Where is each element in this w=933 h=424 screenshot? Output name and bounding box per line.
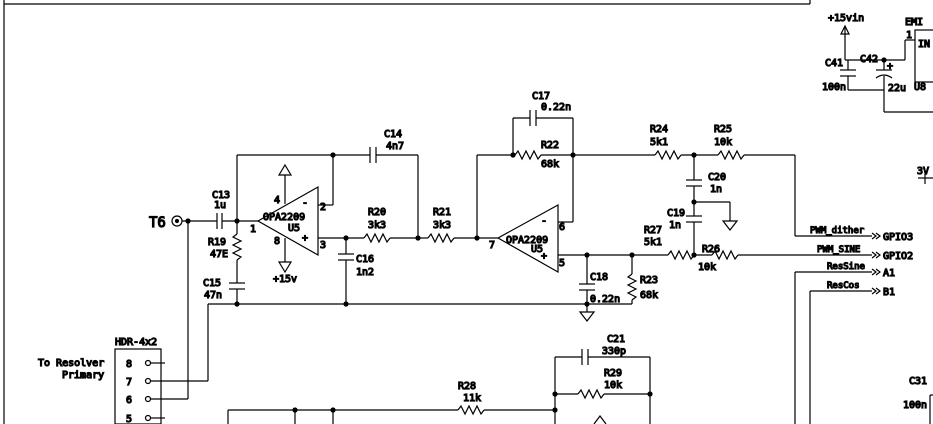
r19-value: 47E xyxy=(210,249,228,260)
gpio3-label: GPIO3 xyxy=(883,232,913,243)
t6-label: T6 xyxy=(149,215,166,231)
c20-value: 1n xyxy=(710,184,722,195)
emi-in-label: IN xyxy=(918,39,930,50)
opamp-u5a xyxy=(256,163,344,274)
net-pwm-dither: PWM_dither xyxy=(810,226,865,236)
c19-value: 1n xyxy=(669,220,681,231)
r21-value: 3k3 xyxy=(433,220,451,231)
c14-value: 4n7 xyxy=(386,141,404,152)
c18-value: 0.22n xyxy=(590,294,620,305)
net-ressine: ResSine xyxy=(827,262,865,272)
hdr-pin8: 8 xyxy=(126,359,132,370)
hdr-label: HDR-4x2 xyxy=(115,337,157,348)
c20-ref: C20 xyxy=(708,172,726,183)
net-connectors xyxy=(794,232,881,424)
r25-ref: R25 xyxy=(714,124,732,135)
net-rescos: ResCos xyxy=(827,281,860,291)
resolver-header xyxy=(114,348,208,424)
a1-label: A1 xyxy=(883,268,895,279)
r25-value: 10k xyxy=(714,137,732,148)
r24-ref: R24 xyxy=(650,124,668,135)
r29-value: 10k xyxy=(604,380,622,391)
hdr-pin6: 6 xyxy=(126,395,132,406)
net-pwm-sine: PWM_SINE xyxy=(817,245,860,255)
output-filter xyxy=(207,255,638,381)
r22-ref: R22 xyxy=(541,140,559,151)
u5b-part: OPA2209 xyxy=(506,235,548,246)
u5b-plus: + xyxy=(541,251,547,262)
gpio2-label: GPIO2 xyxy=(883,251,913,262)
c16-ref: C16 xyxy=(356,254,374,265)
emi-label: EMI xyxy=(905,17,923,28)
u5a-pin8: 8 xyxy=(274,236,280,247)
r20-value: 3k3 xyxy=(368,220,386,231)
r26-ref: R26 xyxy=(702,244,720,255)
b1-label: B1 xyxy=(883,287,895,298)
c42-ref: C42 xyxy=(860,54,878,65)
filter-stage xyxy=(338,232,498,307)
hdr-pin5: 5 xyxy=(126,414,132,424)
u5a-minus: - xyxy=(302,198,308,209)
r24-value: 5k1 xyxy=(650,137,668,148)
r28-ref: R28 xyxy=(458,381,476,392)
u5a-pin1: 1 xyxy=(250,224,256,235)
c16-value: 1n2 xyxy=(356,267,374,278)
u5b-ref: U5 xyxy=(531,244,543,255)
c17-ref: C17 xyxy=(532,91,550,102)
u5a-pin3: 3 xyxy=(320,240,326,251)
opamp-u5b xyxy=(476,110,668,274)
c42-value: 22u xyxy=(888,83,906,94)
r20-ref: R20 xyxy=(368,207,386,218)
r29-ref: R29 xyxy=(604,368,622,379)
r23-ref: R23 xyxy=(640,275,658,286)
u5a-ref: U5 xyxy=(288,223,300,234)
c21-value: 330p xyxy=(602,346,626,357)
u5a-pin4: 4 xyxy=(274,195,280,206)
emi-pin-label: 1 xyxy=(906,30,912,41)
r23-value: 68k xyxy=(640,290,658,301)
c31-value: 100n xyxy=(903,400,927,411)
c13-value: 1u xyxy=(214,200,226,211)
c42-plus: + xyxy=(887,61,893,72)
u5b-minus: - xyxy=(541,216,547,227)
u5b-pin7: 7 xyxy=(489,240,495,251)
power-input-section xyxy=(840,24,933,113)
c15-ref: C15 xyxy=(203,278,221,289)
c14-ref: C14 xyxy=(384,129,402,140)
v3-label: 3V xyxy=(917,166,929,177)
resolver-label-2: Primary xyxy=(62,370,104,381)
v15-label: +15v xyxy=(273,274,297,285)
r28-value: 11k xyxy=(463,393,481,404)
c19-ref: C19 xyxy=(667,208,685,219)
c31-ref: C31 xyxy=(909,376,927,387)
r27-ref: R27 xyxy=(644,225,662,236)
pwm-summing-network xyxy=(654,149,872,261)
hdr-pin7: 7 xyxy=(126,377,132,388)
input-stage xyxy=(171,147,419,399)
r21-ref: R21 xyxy=(433,207,451,218)
u5a-pin2: 2 xyxy=(320,202,326,213)
u8-label: U8 xyxy=(914,82,926,93)
r19-ref: R19 xyxy=(208,237,226,248)
c17-value: 0.22n xyxy=(541,102,571,113)
r26-value: 10k xyxy=(698,262,716,273)
c15-value: 47n xyxy=(204,290,222,301)
c41-ref: C41 xyxy=(825,58,843,69)
u5a-part: OPA2209 xyxy=(263,212,305,223)
r27-value: 5k1 xyxy=(644,237,662,248)
c21-ref: C21 xyxy=(607,334,625,345)
lower-stage xyxy=(227,349,933,424)
u5a-plus: + xyxy=(302,233,308,244)
r22-value: 68k xyxy=(541,159,559,170)
c13-ref: C13 xyxy=(212,190,230,201)
c18-ref: C18 xyxy=(590,272,608,283)
u5b-pin5: 5 xyxy=(559,258,565,269)
c41-value: 100n xyxy=(822,82,846,93)
v15vin-label: +15vin xyxy=(828,13,864,24)
u5b-pin6: 6 xyxy=(559,222,565,233)
resolver-label-1: To Resolver xyxy=(38,358,104,369)
